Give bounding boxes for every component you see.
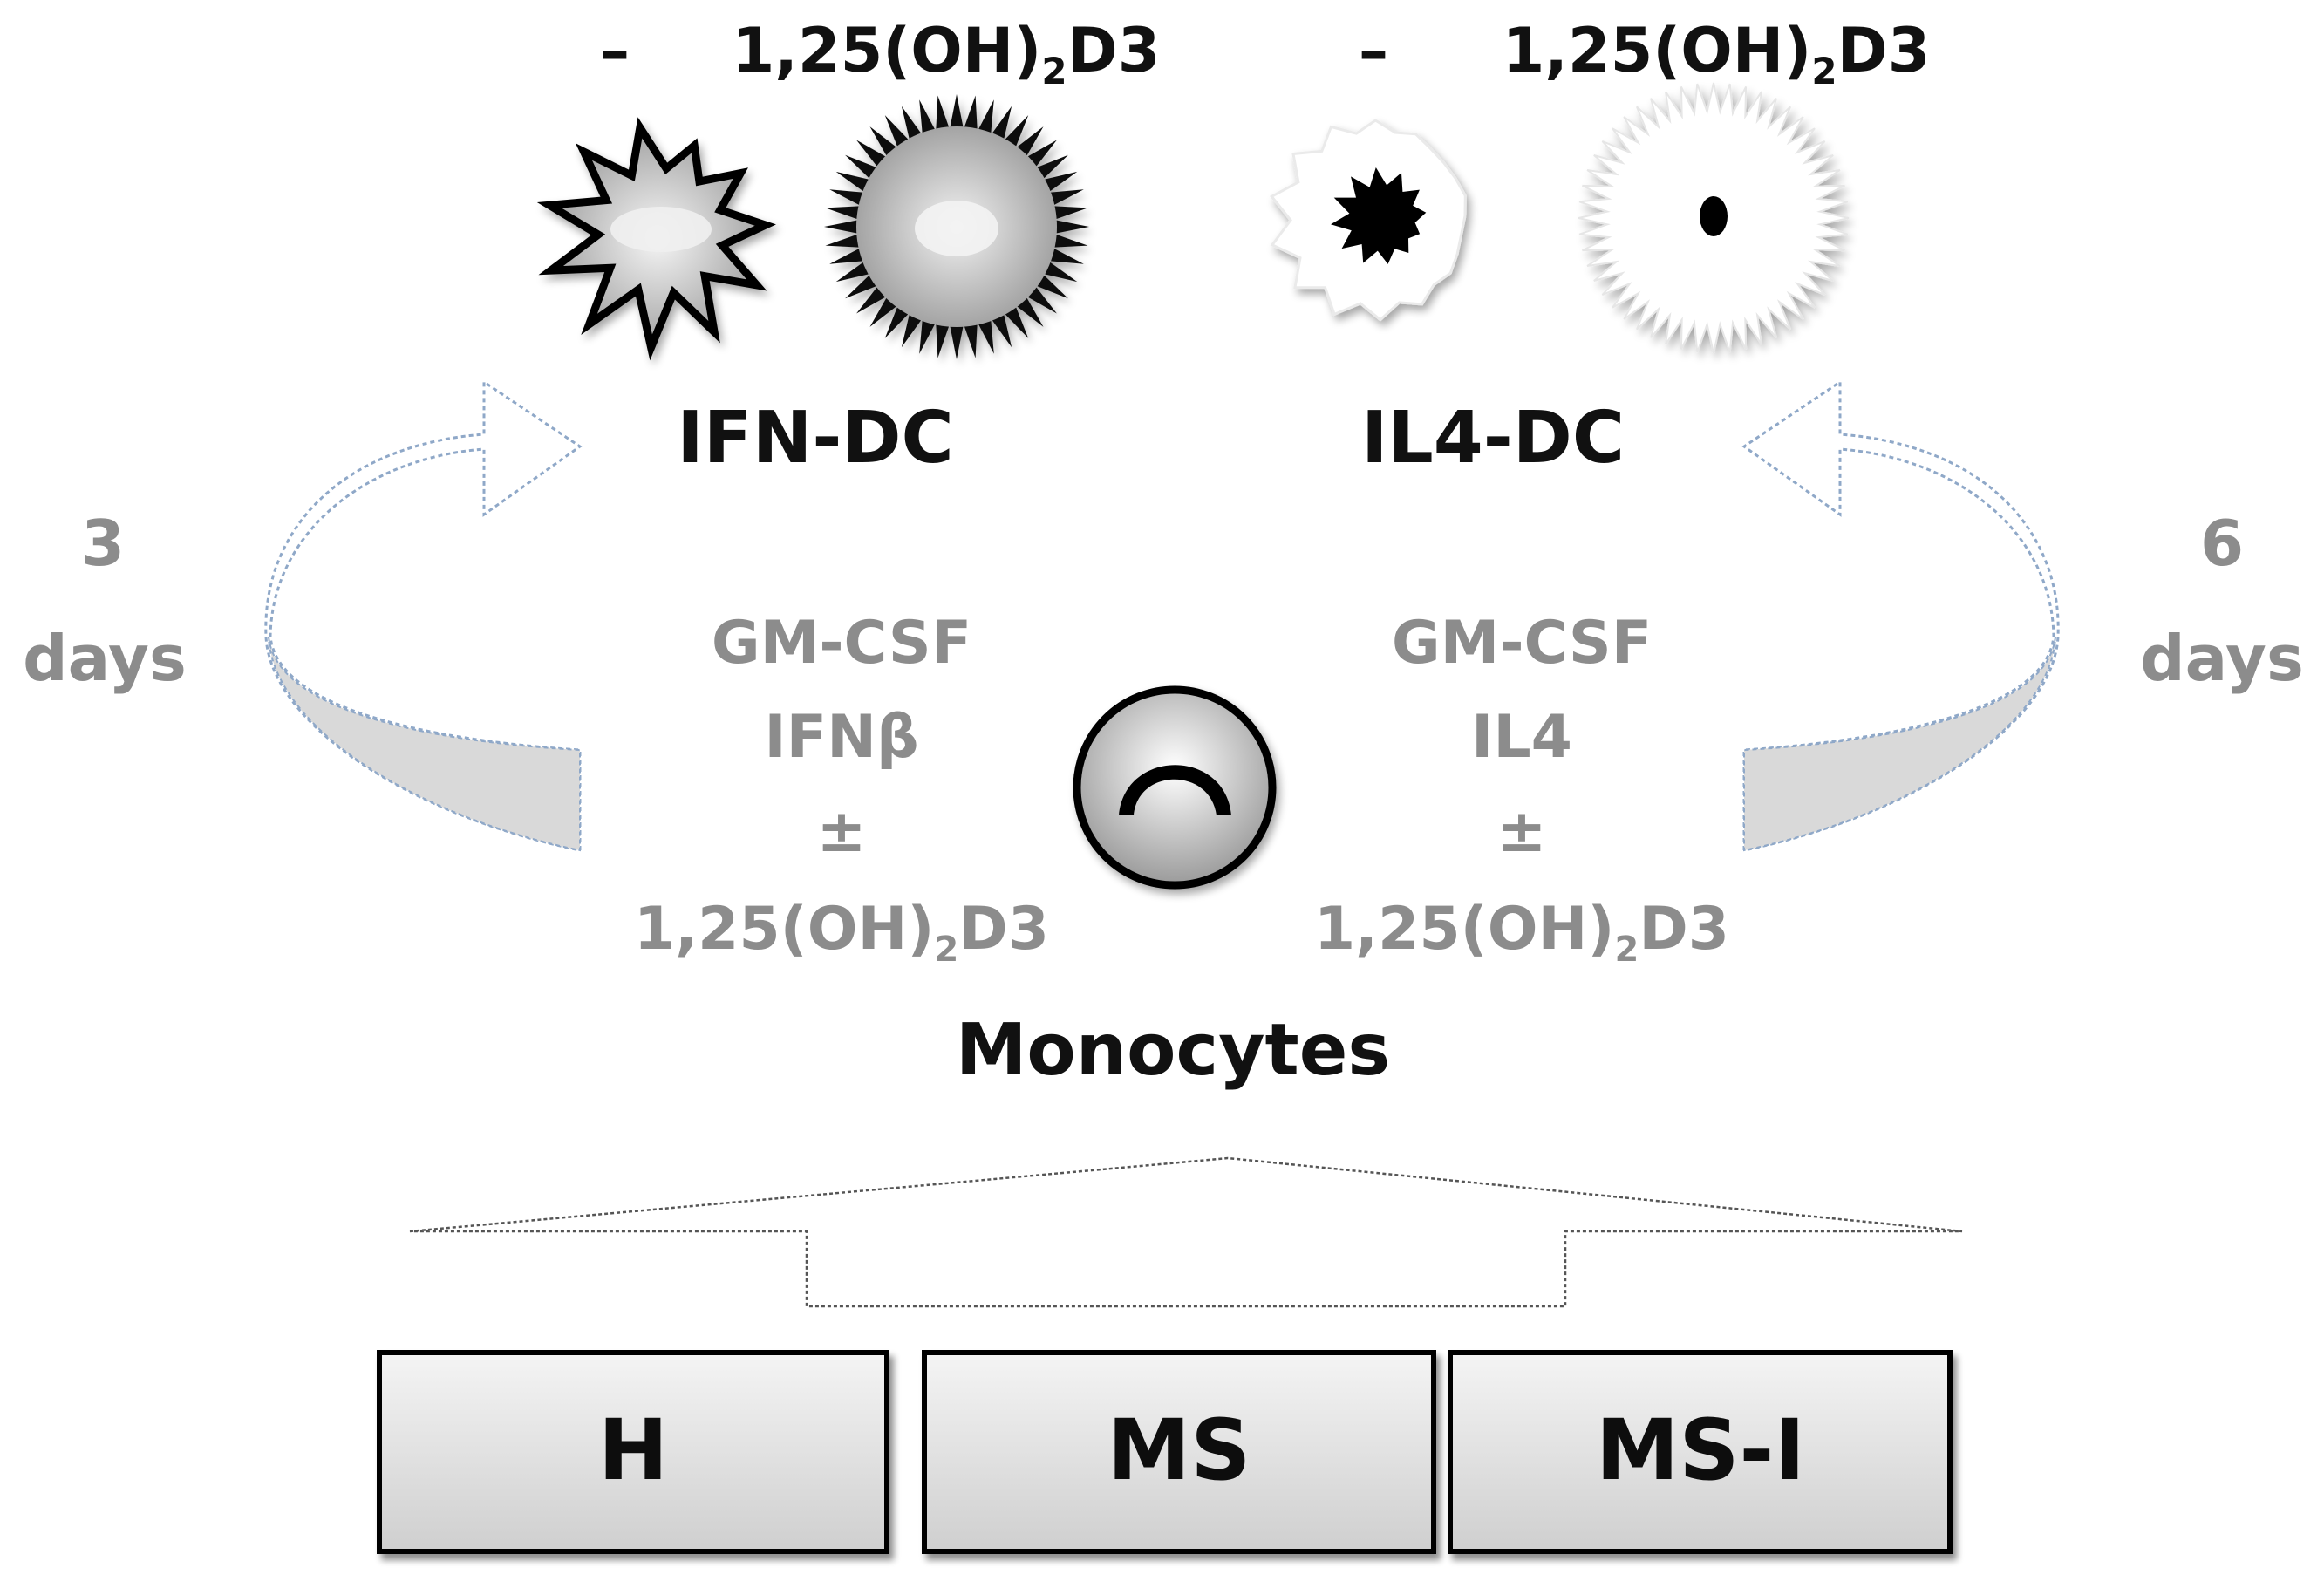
left-condition-ifnb: IFNβ (764, 703, 918, 772)
il4-dc-untreated-cell-icon (1270, 119, 1467, 322)
monocyte-cell-icon (1073, 685, 1277, 890)
right-duration-number: 6 (2200, 507, 2244, 580)
ifn-dc-untreated-cell-icon (536, 117, 776, 361)
il4-vd3-label: 1,25(OH)2D3 (1503, 15, 1931, 92)
right-condition-plusminus: ± (1497, 797, 1547, 866)
left-curved-arrow (264, 379, 583, 852)
ifn-untreated-label: – (600, 17, 630, 86)
group-box-h: H (377, 1350, 889, 1554)
right-condition-il4: IL4 (1471, 703, 1572, 772)
left-duration-unit: days (23, 622, 187, 695)
il4-untreated-label: – (1359, 17, 1388, 86)
monocytes-label: Monocytes (956, 1009, 1390, 1092)
right-curved-arrow (1741, 379, 2060, 852)
group-box-ms-i: MS-I (1448, 1350, 1953, 1554)
left-condition-vd3: 1,25(OH)2D3 (634, 895, 1049, 970)
upward-source-arrow (409, 1156, 1963, 1308)
il4-dc-vd3-cell-icon (1578, 82, 1850, 354)
group-label-ms-i: MS-I (1596, 1401, 1805, 1499)
left-condition-plusminus: ± (817, 797, 867, 866)
right-duration-unit: days (2140, 622, 2304, 695)
ifn-vd3-label: 1,25(OH)2D3 (733, 15, 1161, 92)
left-condition-gmcsf: GM-CSF (712, 609, 971, 678)
ifn-dc-vd3-cell-icon (824, 94, 1089, 359)
left-duration-number: 3 (81, 507, 125, 580)
right-condition-gmcsf: GM-CSF (1392, 609, 1652, 678)
il4-dc-label: IL4-DC (1361, 397, 1625, 480)
group-label-ms: MS (1107, 1401, 1251, 1499)
right-condition-vd3: 1,25(OH)2D3 (1314, 895, 1729, 970)
ifn-dc-label: IFN-DC (677, 397, 953, 480)
group-box-ms: MS (922, 1350, 1436, 1554)
group-label-h: H (598, 1401, 668, 1499)
